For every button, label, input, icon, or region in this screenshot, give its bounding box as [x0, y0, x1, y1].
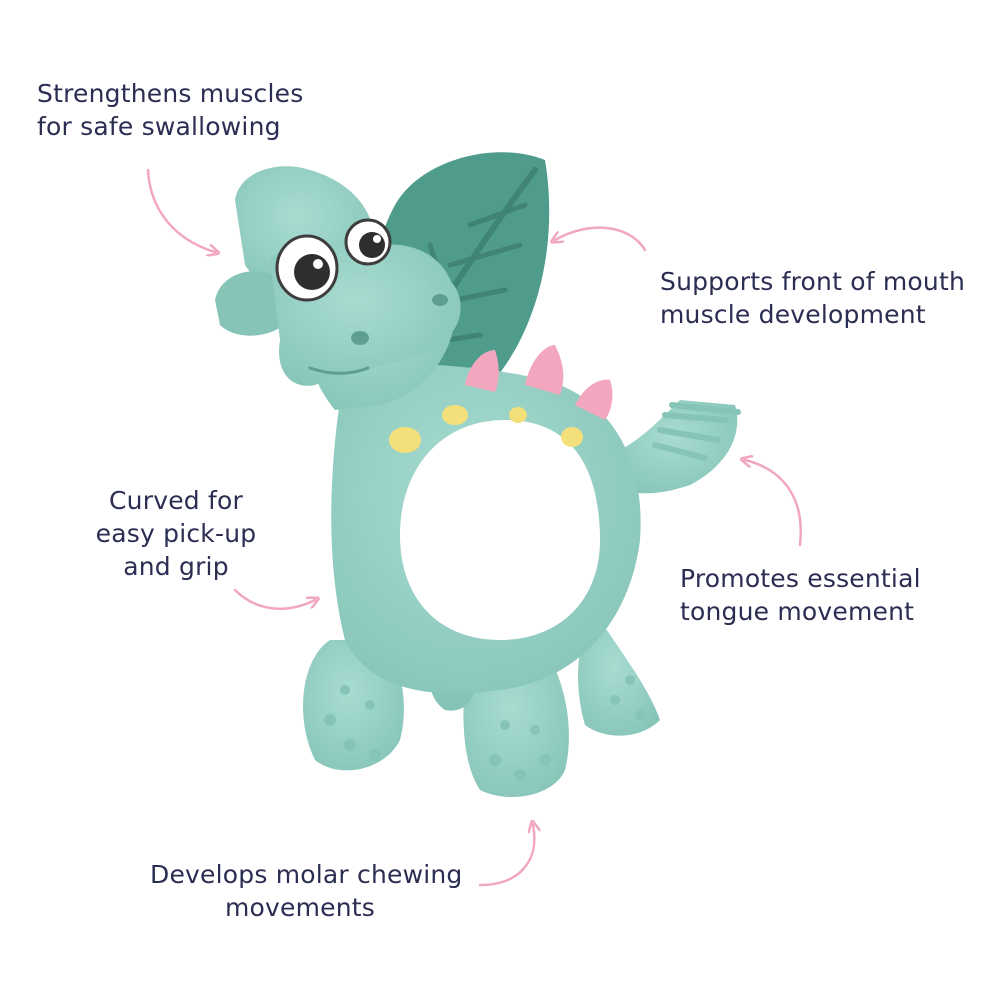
callout-line: tongue movement [680, 597, 915, 626]
callout-line: Promotes essential [680, 564, 921, 593]
callout-tongue: Promotes essential tongue movement [680, 562, 921, 628]
eyes-icon [275, 218, 392, 302]
dots-icon [389, 405, 583, 453]
callout-molar: Develops molar chewing movements [150, 858, 463, 924]
arrow-5-icon [478, 825, 534, 887]
arrows [146, 168, 802, 887]
callout-line: Curved for [109, 486, 243, 515]
callout-front-mouth: Supports front of mouth muscle developme… [660, 265, 965, 331]
arrow-2-icon [555, 226, 647, 252]
spikes-icon [465, 345, 613, 420]
callout-line: Supports front of mouth [660, 267, 966, 296]
callout-line: easy pick-up [95, 519, 257, 548]
arrow-3-icon [233, 588, 315, 610]
callout-line: and grip [123, 552, 229, 581]
callout-swallowing: Strengthens muscles for safe swallowing [37, 77, 303, 143]
callout-line: Develops molar chewing [150, 860, 463, 889]
arrow-1-icon [146, 168, 215, 252]
callout-line: for safe swallowing [37, 112, 281, 141]
body-ring-icon [331, 345, 641, 694]
head-icon [215, 166, 461, 410]
callout-grip: Curved for easy pick-up and grip [76, 484, 276, 583]
callout-line: muscle development [660, 300, 926, 329]
callout-line: Strengthens muscles [37, 79, 304, 108]
tail-icon [620, 400, 741, 494]
callout-line: movements [224, 893, 376, 922]
arrow-4-icon [745, 460, 802, 547]
